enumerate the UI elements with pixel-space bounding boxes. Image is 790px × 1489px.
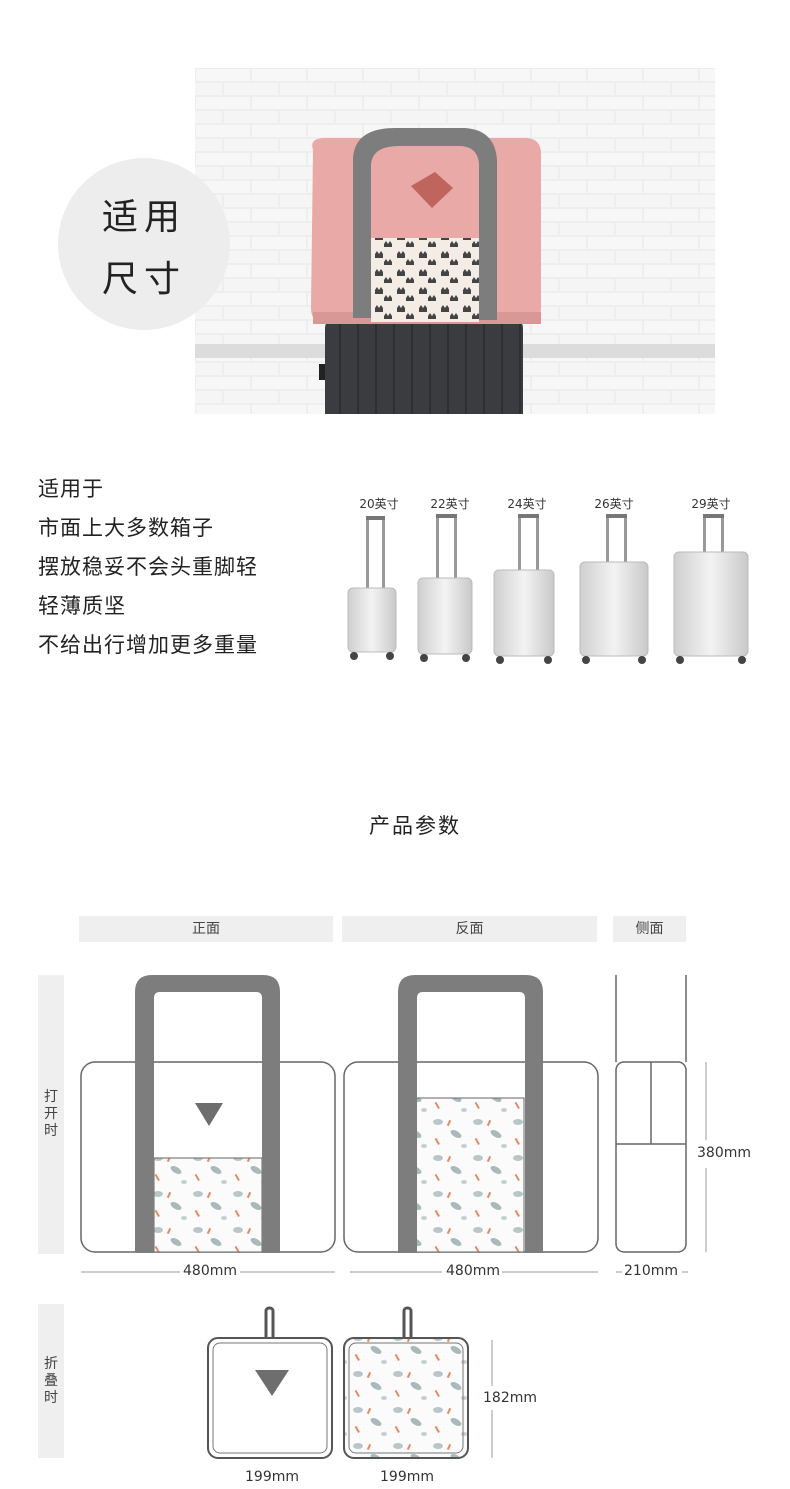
fit-line: 适用于 xyxy=(38,477,104,501)
suitcase-26-icon xyxy=(579,514,649,664)
row-header-open: 打开时 xyxy=(38,975,64,1254)
specs-title: 产品参数 xyxy=(369,814,461,838)
folded-front-view xyxy=(207,1306,333,1459)
suitcase-size-label: 20英寸 xyxy=(359,497,399,511)
dimension-depth: 210mm xyxy=(624,1263,678,1279)
suitcase-22-icon xyxy=(417,514,473,662)
dimension-height-open: 380mm xyxy=(697,1145,751,1161)
fit-line: 轻薄质坚 xyxy=(38,594,126,618)
open-front-view xyxy=(80,975,336,1253)
size-badge: 适用 尺寸 xyxy=(58,158,230,330)
suitcase-size-label: 26英寸 xyxy=(594,497,634,511)
triangle-logo-icon xyxy=(255,1370,289,1396)
column-header-back: 反面 xyxy=(342,916,597,942)
suitcase-24-icon xyxy=(493,514,555,664)
badge-line-2: 尺寸 xyxy=(101,259,186,300)
dimension-width-front: 480mm xyxy=(183,1263,237,1279)
suitcases-illustration xyxy=(347,514,749,664)
triangle-logo-icon xyxy=(195,1103,223,1126)
fit-line: 市面上大多数箱子 xyxy=(38,516,214,540)
suitcase-size-label: 24英寸 xyxy=(507,497,547,511)
fit-line: 摆放稳妥不会头重脚轻 xyxy=(38,555,258,579)
row-header-folded: 折叠时 xyxy=(38,1304,64,1458)
suitcase-20-icon xyxy=(347,516,397,660)
badge-line-1: 适用 xyxy=(101,197,186,238)
dimension-width-back: 480mm xyxy=(446,1263,500,1279)
dimension-width-folded-back: 199mm xyxy=(380,1469,434,1485)
open-side-view xyxy=(615,975,687,1253)
open-back-view xyxy=(343,975,599,1253)
folded-back-view xyxy=(343,1306,469,1459)
suitcase-29-icon xyxy=(673,514,749,664)
column-header-front: 正面 xyxy=(79,916,333,942)
dimension-height-folded: 182mm xyxy=(483,1390,537,1406)
suitcase-size-label: 29英寸 xyxy=(691,497,731,511)
fit-line: 不给出行增加更多重量 xyxy=(38,633,258,657)
suitcase-size-label: 22英寸 xyxy=(430,497,470,511)
dimension-width-folded-front: 199mm xyxy=(245,1469,299,1485)
bag-on-suitcase-illustration xyxy=(195,68,715,414)
bag-dimension-diagram xyxy=(80,975,707,1459)
hero-photo xyxy=(195,68,715,414)
column-header-side: 侧面 xyxy=(613,916,686,942)
